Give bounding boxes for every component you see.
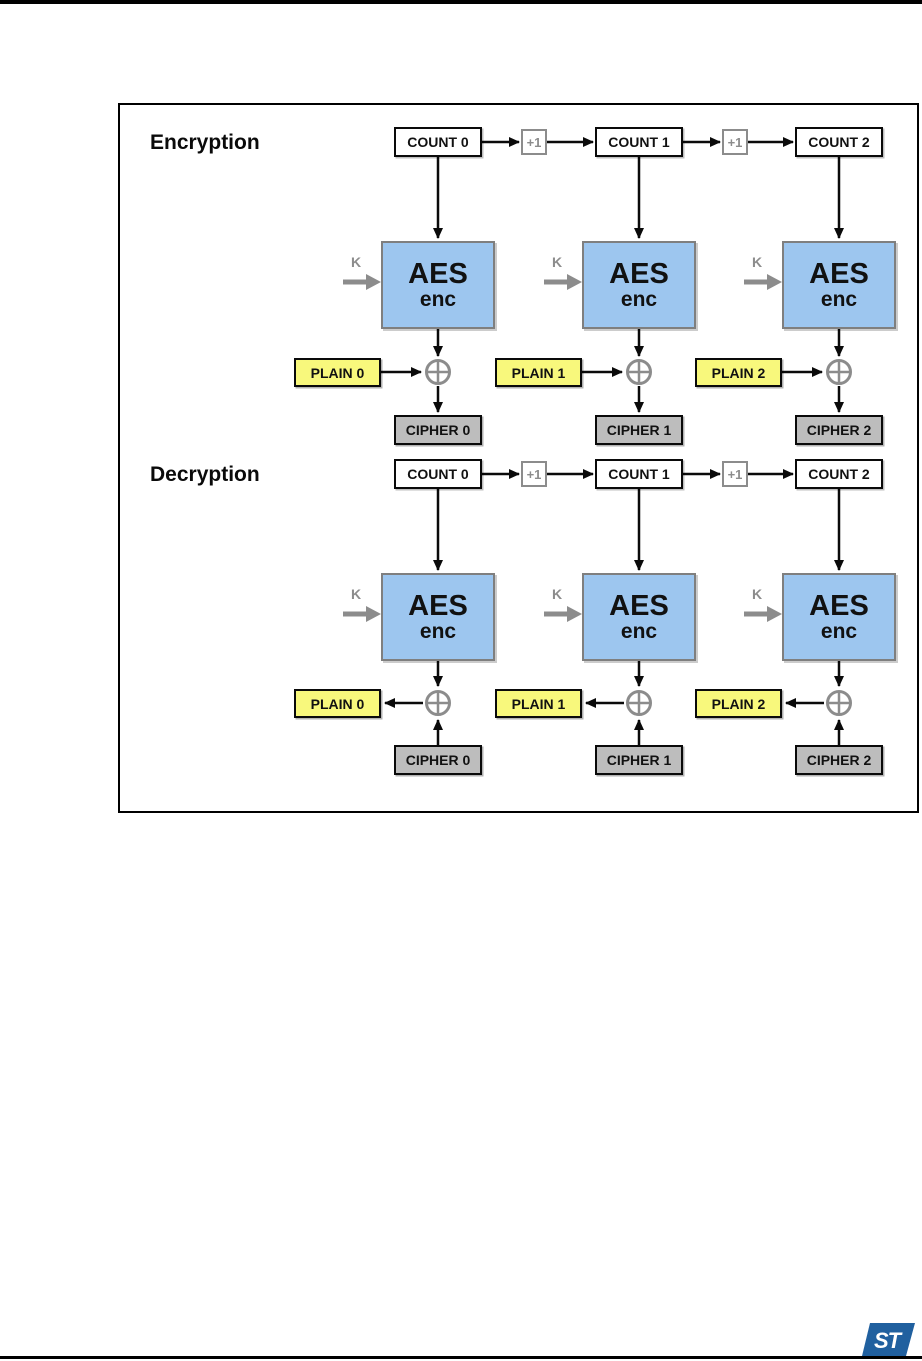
count-box: COUNT 2	[795, 127, 883, 157]
aes-title: AES	[408, 258, 468, 290]
key-arrow-icon	[343, 274, 381, 290]
increment-box: +1	[521, 129, 547, 155]
plain-box: PLAIN 1	[495, 689, 582, 718]
cipher-box: CIPHER 2	[795, 745, 883, 775]
plain-box: PLAIN 2	[695, 689, 782, 718]
xor-node	[626, 690, 652, 716]
plain-box: PLAIN 1	[495, 358, 582, 387]
aes-title: AES	[609, 590, 669, 622]
aes-subtitle: enc	[620, 288, 658, 311]
aes-subtitle: enc	[820, 288, 858, 311]
bottom-rule	[0, 1356, 922, 1359]
count-box: COUNT 1	[595, 127, 683, 157]
increment-box: +1	[722, 461, 748, 487]
aes-subtitle: enc	[419, 288, 457, 311]
xor-node	[826, 690, 852, 716]
aes-title: AES	[408, 590, 468, 622]
aes-enc-block: AES enc	[782, 241, 896, 329]
count-box: COUNT 0	[394, 459, 482, 489]
xor-node	[425, 690, 451, 716]
cipher-box: CIPHER 1	[595, 745, 683, 775]
aes-title: AES	[609, 258, 669, 290]
key-input: K	[541, 255, 582, 291]
plain-box: PLAIN 2	[695, 358, 782, 387]
plain-box: PLAIN 0	[294, 689, 381, 718]
cipher-box: CIPHER 0	[394, 415, 482, 445]
key-input: K	[541, 587, 582, 623]
top-rule	[0, 0, 922, 4]
aes-enc-block: AES enc	[782, 573, 896, 661]
key-arrow-icon	[544, 606, 582, 622]
key-input: K	[741, 255, 782, 291]
aes-title: AES	[809, 590, 869, 622]
plain-box: PLAIN 0	[294, 358, 381, 387]
section-label-encryption: Encryption	[150, 131, 260, 154]
cipher-box: CIPHER 0	[394, 745, 482, 775]
count-box: COUNT 2	[795, 459, 883, 489]
aes-subtitle: enc	[419, 620, 457, 643]
xor-node	[826, 359, 852, 385]
aes-enc-block: AES enc	[381, 241, 495, 329]
aes-enc-block: AES enc	[582, 573, 696, 661]
key-label: K	[752, 586, 763, 602]
increment-box: +1	[521, 461, 547, 487]
count-box: COUNT 1	[595, 459, 683, 489]
key-input: K	[741, 587, 782, 623]
key-input: K	[340, 255, 381, 291]
key-arrow-icon	[744, 274, 782, 290]
key-arrow-icon	[343, 606, 381, 622]
st-logo: ST	[862, 1323, 915, 1356]
figure-frame	[118, 103, 919, 813]
aes-title: AES	[809, 258, 869, 290]
cipher-box: CIPHER 2	[795, 415, 883, 445]
key-label: K	[752, 254, 763, 270]
key-label: K	[351, 254, 362, 270]
key-arrow-icon	[744, 606, 782, 622]
increment-box: +1	[722, 129, 748, 155]
aes-subtitle: enc	[820, 620, 858, 643]
aes-subtitle: enc	[620, 620, 658, 643]
xor-node	[425, 359, 451, 385]
key-label: K	[351, 586, 362, 602]
key-input: K	[340, 587, 381, 623]
section-label-decryption: Decryption	[150, 463, 260, 486]
cipher-box: CIPHER 1	[595, 415, 683, 445]
svg-text:ST: ST	[874, 1328, 903, 1353]
aes-enc-block: AES enc	[381, 573, 495, 661]
key-label: K	[552, 254, 563, 270]
key-label: K	[552, 586, 563, 602]
aes-enc-block: AES enc	[582, 241, 696, 329]
count-box: COUNT 0	[394, 127, 482, 157]
key-arrow-icon	[544, 274, 582, 290]
xor-node	[626, 359, 652, 385]
